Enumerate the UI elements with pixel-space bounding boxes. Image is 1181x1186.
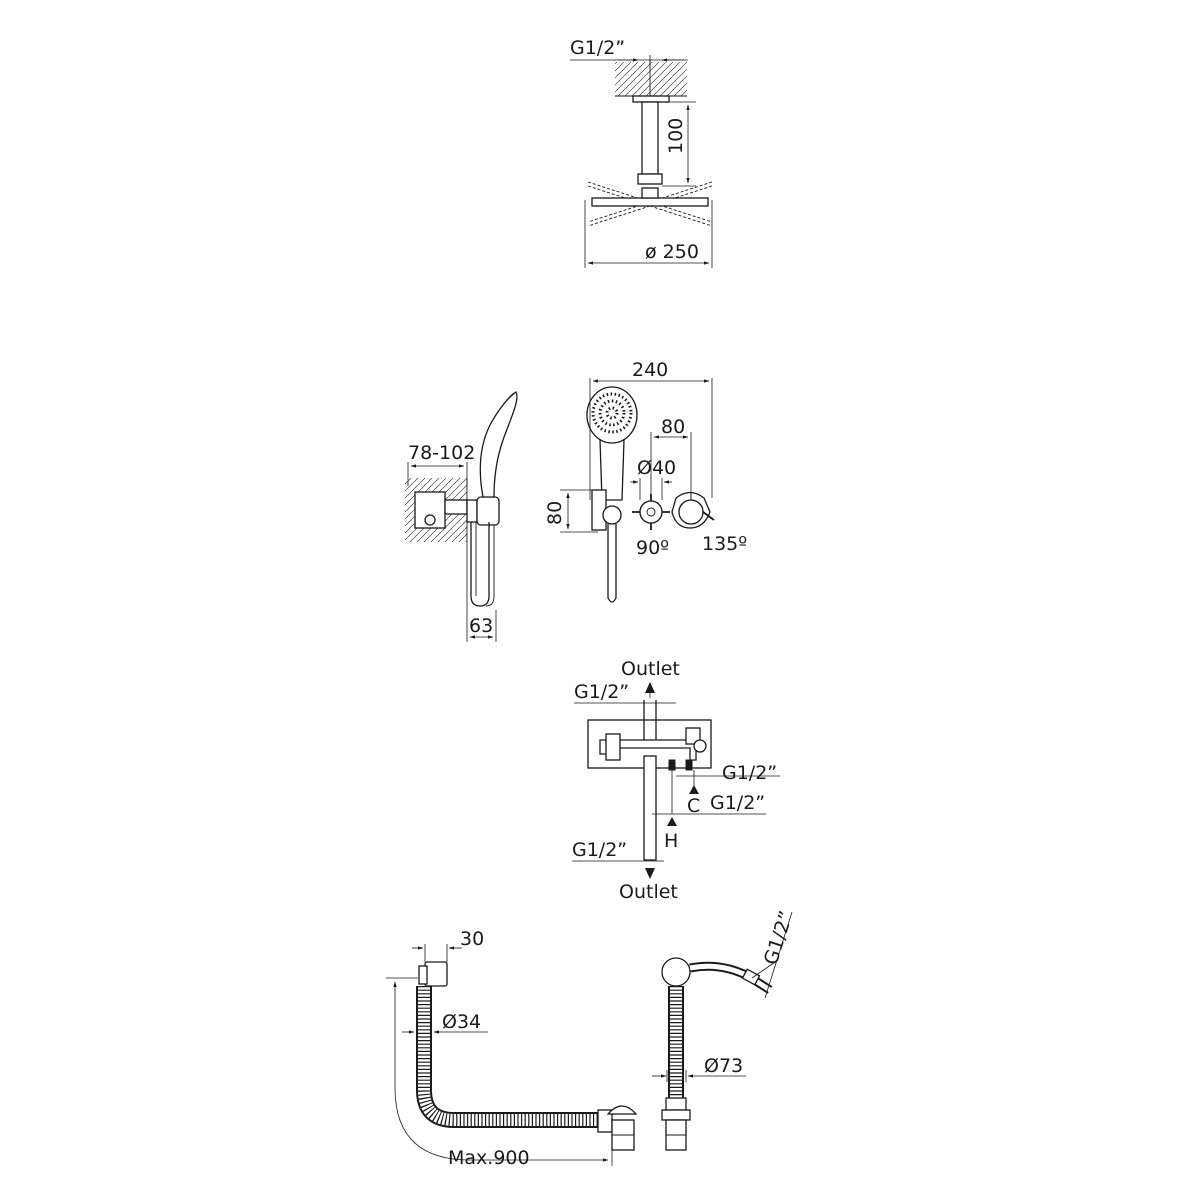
rotation-left-label: 90º [636, 537, 669, 559]
cold-label: C [687, 795, 700, 817]
cold-arrow [689, 785, 699, 794]
hand-shower-side-view: 78-102 63 [405, 391, 518, 642]
top-thread-label: G1/2” [574, 681, 629, 703]
shower-arm [641, 101, 659, 175]
wall-depth-label: 78-102 [408, 442, 475, 464]
arm-length-label: 100 [665, 118, 687, 154]
ball-joint [637, 173, 663, 185]
hot-inlet [668, 759, 676, 771]
overflow-hose-corrugation [418, 986, 598, 1126]
filler-valve-ball [661, 957, 691, 987]
bath-filler-side-drawing: G1/2” Ø73 [652, 908, 798, 1151]
outlet-elbow [602, 505, 622, 525]
waste-plug [606, 1105, 638, 1115]
projection-label: 63 [469, 615, 493, 637]
overflow-hose-outer [416, 986, 598, 1128]
shower-head [591, 197, 709, 207]
width-label: 240 [632, 359, 668, 381]
spout-depth-label: 30 [460, 928, 484, 950]
hose-front [607, 524, 617, 603]
handle-diameter-label: Ø40 [637, 457, 676, 479]
hose-diameter-label: Ø34 [442, 1011, 481, 1033]
holder-bracket [476, 496, 500, 526]
height-label: 80 [544, 501, 566, 525]
hand-shower-front-view: 240 80 Ø40 80 90º 135º [544, 359, 747, 603]
bottom-outlet-label: Outlet [619, 881, 678, 903]
head-diameter-label: ø 250 [645, 241, 699, 263]
cold-thread-label: G1/2” [722, 762, 777, 784]
hose-side [470, 522, 490, 607]
filler-base-nut [661, 1109, 691, 1121]
rotation-right-label: 135º [702, 533, 747, 555]
handle-spacing-label: 80 [661, 416, 685, 438]
bath-waste-overflow-drawing: 30 Ø34 Max.900 [386, 928, 638, 1169]
thermostat-handle [671, 491, 715, 529]
diverter-handle [632, 494, 670, 530]
hot-arrow [667, 817, 677, 826]
spray-nozzles [591, 392, 633, 434]
waste-diameter-label: Ø73 [704, 1055, 743, 1077]
hot-thread-label: G1/2” [710, 792, 765, 814]
max-length-arc [393, 981, 609, 1162]
ceiling-hatch [615, 62, 687, 96]
overflow-cap [424, 961, 448, 987]
max-length-label: Max.900 [448, 1147, 530, 1169]
cold-inlet [685, 759, 693, 771]
outlet-pipe [643, 755, 657, 861]
valve-body-drawing: Outlet G1/2” G1/2” C G1/2” H G1/2” Outle… [572, 658, 780, 903]
ceiling-flange [632, 95, 670, 103]
hot-label: H [664, 830, 678, 852]
handset [479, 391, 518, 498]
overhead-inlet-label: G1/2” [570, 37, 625, 59]
bottom-thread-label: G1/2” [572, 839, 627, 861]
top-outlet-label: Outlet [621, 658, 680, 680]
filler-inlet-label: G1/2” [760, 908, 798, 967]
overhead-shower-drawing: G1/2” 100 ø 250 [570, 37, 713, 268]
